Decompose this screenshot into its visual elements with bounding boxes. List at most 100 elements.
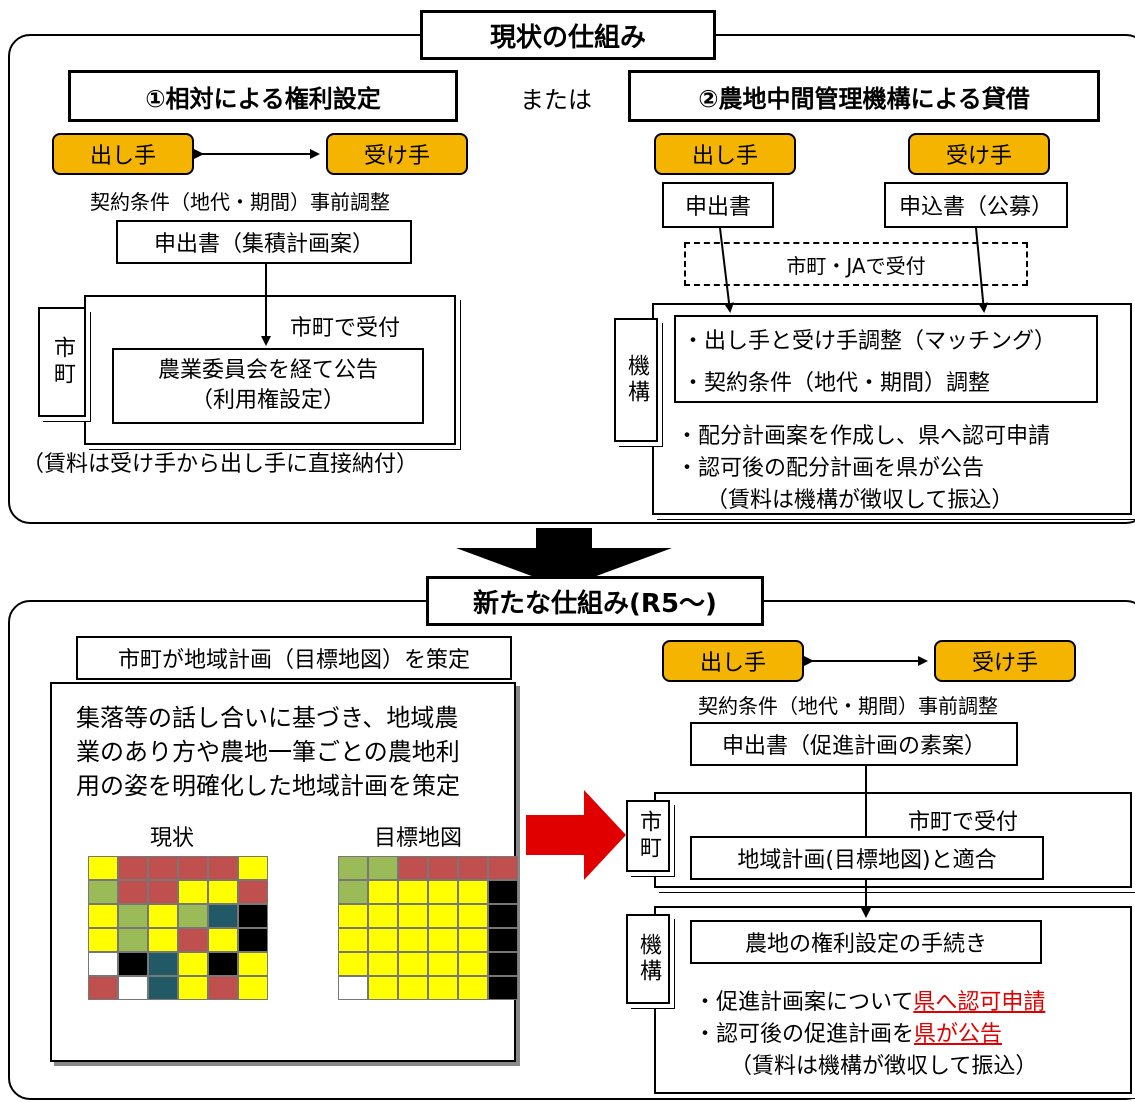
land-parcel [368,976,398,1000]
land-parcel [398,904,428,928]
land-parcel [368,856,398,880]
land-parcel [118,952,148,976]
new-org-note1-text: ・促進計画案について [694,990,914,1015]
target-land-grid [338,856,518,1000]
org-label: 機構 [614,318,658,442]
new-org-note1: ・促進計画案について県へ認可申請 [694,984,1045,1016]
city-ja-reception: 市町・JAで受付 [684,242,1028,286]
new-org-note2-red: 県が公告 [914,1022,1003,1047]
land-parcel [148,976,178,1000]
land-parcel [148,856,178,880]
new-org-note1-red: 県へ認可申請 [913,990,1046,1015]
land-parcel [428,904,458,928]
new-application: 申出書（促進計画の素案） [690,722,1018,766]
adjust-line2: ・契約条件（地代・期間）調整 [682,371,991,396]
regional-plan-box: 集落等の話し合いに基づき、地域農 業のあり方や農地一筆ごとの農地利 用の姿を明確… [50,682,518,1062]
land-parcel [238,904,268,928]
plan-desc-2: 業のあり方や農地一筆ごとの農地利 [76,738,460,766]
land-parcel [338,952,368,976]
new-city-receive: 市町で受付 [908,810,1019,835]
land-parcel [118,856,148,880]
new-receiver: 受け手 [934,640,1076,682]
land-parcel [88,952,118,976]
land-parcel [118,880,148,904]
land-parcel [488,904,518,928]
new-org-note3: （賃料は機構が徴収して振込） [730,1054,1038,1079]
land-parcel [398,952,428,976]
land-parcel [458,976,488,1000]
land-parcel [428,976,458,1000]
new-giver: 出し手 [662,640,804,682]
land-parcel [338,880,368,904]
land-parcel [88,856,118,880]
land-parcel [488,928,518,952]
new-city-label: 市町 [626,800,670,872]
land-parcel [118,976,148,1000]
land-parcel [428,880,458,904]
land-parcel [178,928,208,952]
or-label: または [520,86,592,114]
right-giver: 出し手 [654,133,796,175]
left-application: 申出書（集積計画案） [116,220,412,264]
land-parcel [458,952,488,976]
land-parcel [398,856,428,880]
land-parcel [488,952,518,976]
land-parcel [458,904,488,928]
land-parcel [148,904,178,928]
land-parcel [338,856,368,880]
committee-box: 農業委員会を経て公告 （利用権設定） [112,348,424,424]
new-system-title: 新たな仕組み(R5～) [426,576,764,626]
land-parcel [488,976,518,1000]
left-city-receive: 市町で受付 [290,316,401,341]
land-parcel [458,880,488,904]
land-parcel [338,928,368,952]
land-parcel [148,952,178,976]
plan-desc-3: 用の姿を明確化した地域計画を策定 [76,772,460,800]
land-parcel [398,928,428,952]
target-map-label: 目標地図 [374,826,463,851]
current-land-grid [88,856,268,1000]
org-note2: ・認可後の配分計画を県が公告 [676,456,985,481]
land-parcel [428,856,458,880]
org-note1: ・配分計画案を作成し、県へ認可申請 [676,424,1051,449]
left-giver: 出し手 [52,133,194,175]
land-parcel [208,880,238,904]
left-terms: 契約条件（地代・期間）事前調整 [90,190,390,214]
org-note3: （賃料は機構が徴収して振込） [706,488,1014,513]
land-parcel [488,880,518,904]
left-receiver: 受け手 [326,133,468,175]
land-parcel [368,928,398,952]
land-parcel [208,952,238,976]
adjust-box: ・出し手と受け手調整（マッチング） ・契約条件（地代・期間）調整 [674,315,1098,403]
left-city-label: 市町 [38,307,86,417]
land-parcel [238,856,268,880]
receiver-doc: 申込書（公募） [884,182,1068,228]
land-parcel [208,904,238,928]
left-payment-note: （賃料は受け手から出し手に直接納付） [22,452,419,477]
land-parcel [238,952,268,976]
land-parcel [398,880,428,904]
new-org-note2: ・認可後の促進計画を県が公告 [694,1016,1002,1048]
land-parcel [178,952,208,976]
land-parcel [88,928,118,952]
land-parcel [88,976,118,1000]
conform-box: 地域計画(目標地図)と適合 [690,836,1044,880]
land-parcel [178,880,208,904]
current-map-label: 現状 [150,826,195,851]
right-method-header: ②農地中間管理機構による貸借 [628,70,1100,122]
giver-doc: 申出書 [662,182,774,228]
new-org-note2-text: ・認可後の促進計画を [694,1022,915,1047]
land-parcel [238,928,268,952]
land-parcel [458,928,488,952]
land-parcel [368,880,398,904]
land-parcel [338,904,368,928]
land-parcel [458,856,488,880]
land-parcel [428,928,458,952]
land-parcel [88,880,118,904]
current-system-title: 現状の仕組み [420,10,716,60]
land-parcel [488,856,518,880]
land-parcel [428,952,458,976]
land-parcel [208,856,238,880]
land-parcel [368,952,398,976]
land-parcel [178,856,208,880]
